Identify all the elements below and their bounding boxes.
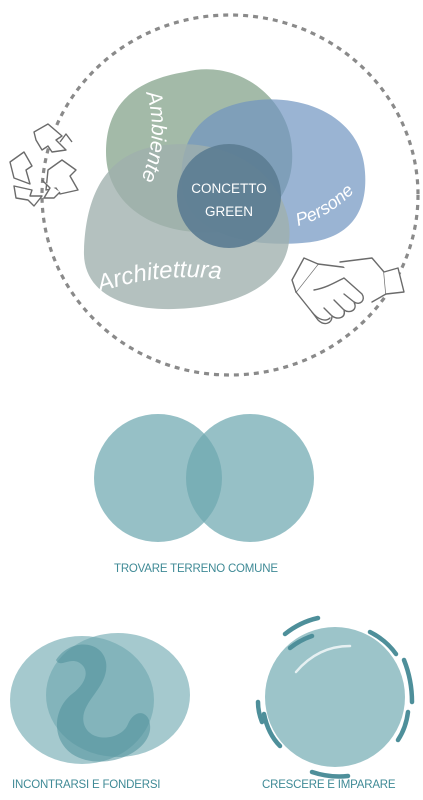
grow-caption: CRESCERE E IMPARARE [262,779,396,791]
handshake-icon [291,257,405,325]
grow-motion-lines [255,615,415,779]
grow-circle [265,627,405,767]
common-ground-right-circle [186,414,314,542]
merge-caption: INCONTRARSI E FONDERSI [12,779,161,791]
center-label-line1: CONCETTO [191,181,267,196]
merge-swirl [56,644,151,762]
recycle-icon [9,123,79,207]
outer-dashed-ring [40,13,420,377]
common-ground-caption: TROVARE TERRENO COMUNE [114,563,278,575]
common-ground-left-circle [94,414,222,542]
center-label-line2: GREEN [205,204,253,219]
center-circle [177,144,281,248]
grow-highlight-arc [294,644,352,674]
